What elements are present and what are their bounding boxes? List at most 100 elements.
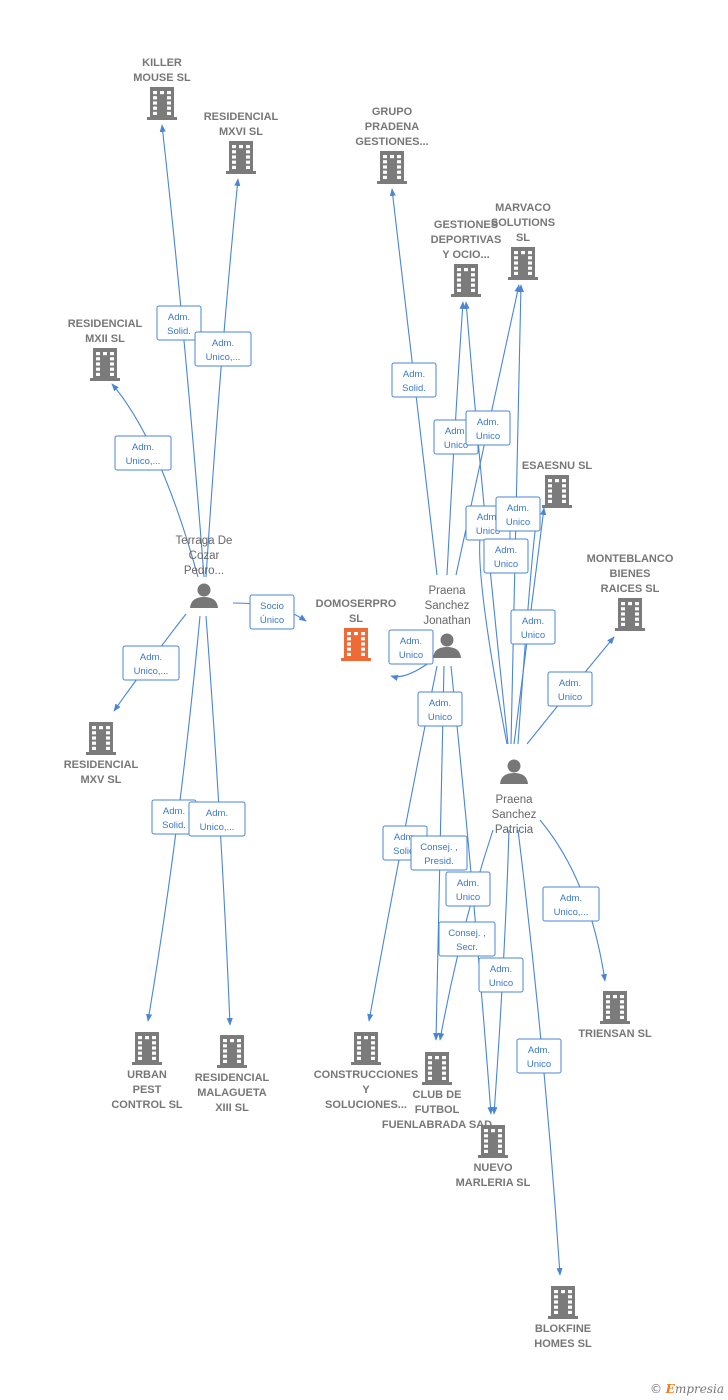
company-label: ESAESNU SL bbox=[522, 460, 593, 472]
company-label: SOLUTIONS bbox=[491, 217, 555, 229]
company-label: BLOKFINE bbox=[535, 1323, 591, 1335]
company-node-triensan[interactable]: TRIENSAN SL bbox=[578, 991, 652, 1040]
company-label: CLUB DE bbox=[413, 1089, 462, 1101]
person-label: Sanchez bbox=[492, 809, 537, 821]
relation-tag-text: Adm. bbox=[528, 1045, 550, 1056]
company-label: SL bbox=[349, 613, 363, 625]
relation-tag-text: Adm. bbox=[403, 369, 425, 380]
relation-tag-r20[interactable]: Adm.Unico bbox=[445, 871, 491, 907]
relation-tag-r23[interactable]: Adm. Unico bbox=[478, 957, 524, 993]
company-label: MONTEBLANCO bbox=[587, 553, 674, 565]
relation-tag-r24[interactable]: Adm. Unico bbox=[516, 1038, 562, 1074]
company-node-grupo[interactable]: GRUPOPRADENAGESTIONES... bbox=[355, 106, 429, 184]
relation-tag-text: Adm. bbox=[206, 808, 228, 819]
relation-tag-text: Adm. bbox=[132, 442, 154, 453]
relation-tag-r7[interactable]: Adm.Unico,... bbox=[188, 801, 246, 837]
relation-tag-text: Único bbox=[260, 615, 284, 626]
person-label: Praena bbox=[428, 585, 466, 597]
relation-tag-text: Adm. bbox=[429, 698, 451, 709]
company-label: CONTROL SL bbox=[111, 1099, 183, 1111]
relation-tag-text: Adm. bbox=[559, 678, 581, 689]
relation-tag-r22[interactable]: Consej. ,Secr. bbox=[438, 921, 496, 957]
relation-tag-text: Solid. bbox=[162, 820, 186, 831]
company-label: TRIENSAN SL bbox=[578, 1028, 652, 1040]
relation-tag-text: Adm. bbox=[490, 964, 512, 975]
company-label: URBAN bbox=[127, 1069, 167, 1081]
relation-tag-text: Adm. bbox=[212, 338, 234, 349]
company-label: MARVACO bbox=[495, 202, 551, 214]
relation-tag-text: Unico bbox=[444, 440, 468, 451]
relation-tag-text: Unico,... bbox=[126, 456, 161, 467]
person-label: Jonathan bbox=[423, 615, 470, 627]
relation-tag-text: Adm. bbox=[477, 417, 499, 428]
relation-tag-text: Adm. bbox=[560, 893, 582, 904]
relation-tag-r10[interactable]: Adm. Unico bbox=[465, 410, 511, 446]
company-label: Y OCIO... bbox=[442, 249, 489, 261]
company-node-esaesnu[interactable]: ESAESNU SL bbox=[522, 460, 593, 508]
relation-tag-r3[interactable]: Adm. Unico,... bbox=[114, 435, 172, 471]
person-label: Patricia bbox=[495, 824, 534, 836]
relation-tag-text: Adm. bbox=[507, 503, 529, 514]
relation-tag-r17[interactable]: Adm. Unico bbox=[417, 691, 463, 727]
person-label: Praena bbox=[495, 794, 533, 806]
company-label: GESTIONES... bbox=[355, 136, 428, 148]
relation-tag-text: Unico bbox=[476, 431, 500, 442]
company-node-mxvi[interactable]: RESIDENCIAL MXVI SL bbox=[204, 111, 279, 174]
company-node-construcciones[interactable]: CONSTRUCCIONES Y SOLUCIONES... bbox=[314, 1032, 419, 1111]
relation-tag-r2[interactable]: Adm.Unico,... bbox=[194, 331, 252, 367]
company-label: MXV SL bbox=[81, 774, 122, 786]
relation-tag-text: Unico bbox=[494, 559, 518, 570]
relation-tag-text: Unico bbox=[489, 978, 513, 989]
relation-tag-text: Unico bbox=[506, 517, 530, 528]
relation-tag-text: Unico bbox=[399, 650, 423, 661]
relation-tag-r15[interactable]: Adm. Unico bbox=[547, 671, 593, 707]
relation-tag-text: Unico bbox=[428, 712, 452, 723]
company-label: KILLER bbox=[142, 57, 182, 69]
relation-tag-r21[interactable]: Adm.Unico,... bbox=[542, 886, 600, 922]
relation-tag-r8[interactable]: Adm.Solid. bbox=[391, 362, 437, 398]
relation-tag-text: Unico bbox=[476, 526, 500, 537]
company-label: Y bbox=[362, 1084, 370, 1096]
relation-tag-r13[interactable]: Adm.Unico bbox=[483, 538, 529, 574]
relation-tag-text: Unico bbox=[527, 1059, 551, 1070]
company-label: SOLUCIONES... bbox=[325, 1099, 407, 1111]
brand-name: mpresia bbox=[674, 1382, 724, 1396]
company-label: RESIDENCIAL bbox=[204, 111, 279, 123]
relation-tag-text: Adm. bbox=[445, 426, 467, 437]
company-label: RESIDENCIAL bbox=[64, 759, 139, 771]
company-node-mxv[interactable]: RESIDENCIAL MXV SL bbox=[64, 722, 139, 786]
person-node-terraga[interactable]: Terraga DeCozarPedro... bbox=[176, 535, 233, 608]
relation-tag-r16[interactable]: Adm.Unico bbox=[388, 629, 434, 665]
relation-tag-r14[interactable]: Adm.Unico bbox=[510, 609, 556, 645]
relation-tag-text: Adm. bbox=[457, 878, 479, 889]
relation-tag-r5[interactable]: Adm.Unico,... bbox=[122, 645, 180, 681]
person-label: Terraga De bbox=[176, 535, 233, 547]
company-label: GESTIONES bbox=[434, 219, 498, 231]
relation-tag-text: Unico bbox=[558, 692, 582, 703]
relation-tag-r1[interactable]: Adm.Solid. bbox=[156, 305, 202, 341]
relation-tag-r19[interactable]: Consej. ,Presid. bbox=[410, 835, 468, 871]
company-label: XIII SL bbox=[215, 1102, 249, 1114]
company-label: CONSTRUCCIONES bbox=[314, 1069, 419, 1081]
relation-tag-r12[interactable]: Adm. Unico bbox=[495, 496, 541, 532]
company-label: MXVI SL bbox=[219, 126, 263, 138]
edge-terraga-mxvi bbox=[205, 178, 241, 578]
edge-terraga-mxii bbox=[111, 383, 199, 578]
relation-tag-text: Secr. bbox=[456, 942, 478, 953]
relation-tag-text: Presid. bbox=[424, 856, 454, 867]
empresia-logo[interactable]: © Empresia bbox=[650, 1382, 724, 1396]
